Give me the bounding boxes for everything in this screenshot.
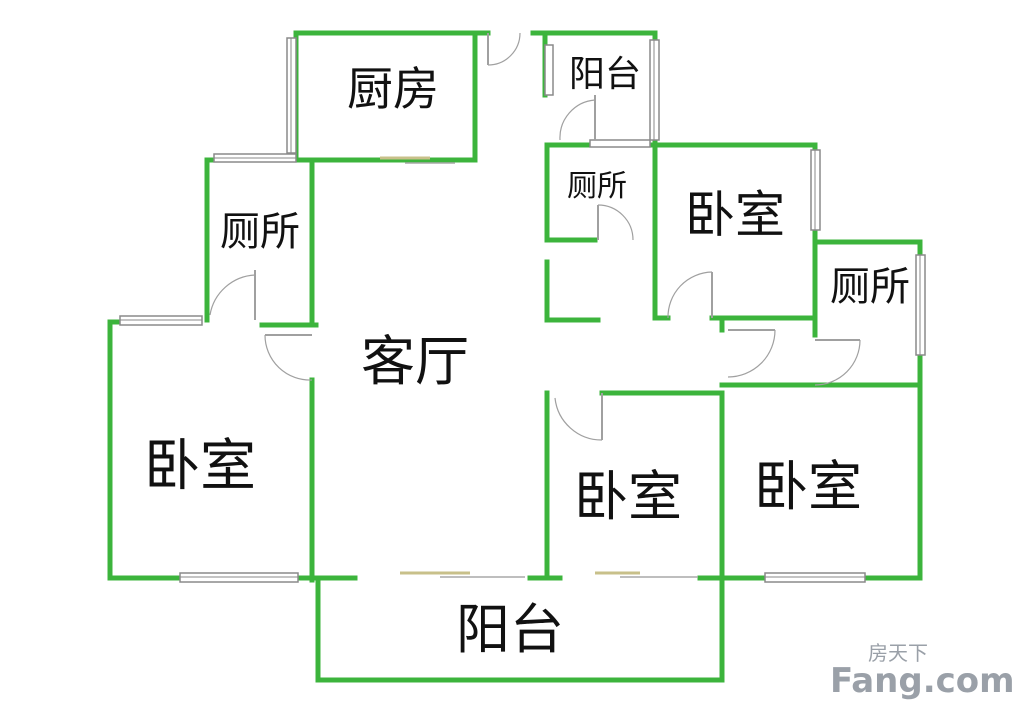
walls — [107, 30, 923, 683]
door-toilet-right — [814, 339, 861, 386]
window-bedroom-left-top — [119, 315, 203, 326]
label-bedroom-center: 卧室 — [574, 465, 682, 528]
label-bedroom-top-right: 卧室 — [685, 186, 785, 244]
door-bedroom-right — [727, 329, 776, 378]
door-small-balcony — [559, 95, 596, 141]
label-kitchen: 厨房 — [347, 62, 439, 116]
label-toilet-left: 厕所 — [220, 209, 300, 255]
label-living-room: 客厅 — [361, 330, 469, 393]
doors — [209, 32, 861, 578]
bedroom-center-walls — [544, 390, 563, 581]
door-kitchen-sliding — [380, 156, 455, 164]
label-bedroom-left: 卧室 — [144, 434, 256, 499]
window-toilet-center-top — [589, 139, 651, 148]
label-balcony-small: 阳台 — [569, 54, 641, 95]
door-bedroom-center — [554, 393, 603, 441]
watermark-brand: Fang.com — [830, 661, 1015, 701]
label-bedroom-right: 卧室 — [754, 455, 862, 518]
door-bedroom-center-balcony-sliding — [595, 571, 698, 578]
window-small-balcony-right — [649, 39, 660, 141]
door-bedroom-top-right — [667, 271, 713, 319]
windows — [119, 37, 926, 583]
window-bedroom-left-bottom — [179, 572, 299, 583]
label-toilet-center: 厕所 — [567, 169, 627, 204]
window-toilet-left-top — [213, 153, 297, 163]
window-toilet-right — [915, 254, 926, 356]
window-small-balcony-left — [544, 44, 554, 96]
door-bedroom-left — [264, 334, 313, 381]
watermark-tagline: 房天下 — [868, 641, 928, 665]
storage-walls — [544, 259, 601, 323]
watermark-logo: 房天下 Fang.com — [830, 641, 1015, 701]
window-bedroom-top-right — [810, 149, 821, 231]
door-living-balcony-sliding — [400, 571, 525, 578]
room-labels: 厨房 阳台 厕所 厕所 卧室 厕所 客厅 卧室 卧室 卧室 阳台 — [144, 54, 910, 661]
label-balcony-bottom: 阳台 — [456, 598, 564, 661]
window-kitchen-left — [286, 37, 297, 154]
bedroom-left-walls — [107, 319, 188, 581]
label-toilet-right: 厕所 — [830, 264, 910, 310]
window-bedroom-right-bottom — [764, 572, 866, 583]
bottom-balcony-walls — [315, 575, 725, 683]
door-toilet-left — [209, 270, 256, 320]
door-entrance — [487, 32, 521, 66]
door-toilet-center — [597, 204, 634, 241]
